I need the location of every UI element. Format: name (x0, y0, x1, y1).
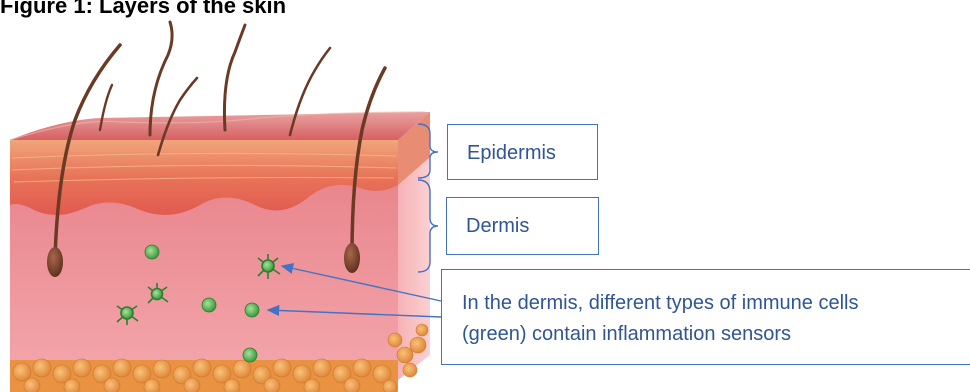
immune-cell-icon (245, 303, 259, 317)
epidermis-label-text: Epidermis (467, 142, 556, 164)
immune-cell-icon (202, 298, 216, 312)
immune-cells-callout: In the dermis, different types of immune… (441, 269, 970, 365)
immune-cell-icon (145, 245, 159, 259)
immune-cell-icon (243, 348, 257, 362)
dermis-label: Dermis (446, 197, 599, 255)
hair-follicle-icon (344, 243, 360, 273)
callout-line-1: In the dermis, different types of immune… (462, 288, 970, 319)
callout-line-2: (green) contain inflammation sensors (462, 319, 970, 350)
hair-follicle-icon (47, 247, 63, 277)
epidermis-label: Epidermis (447, 124, 598, 180)
dermis-label-text: Dermis (466, 215, 529, 237)
hair-icon (224, 25, 245, 130)
